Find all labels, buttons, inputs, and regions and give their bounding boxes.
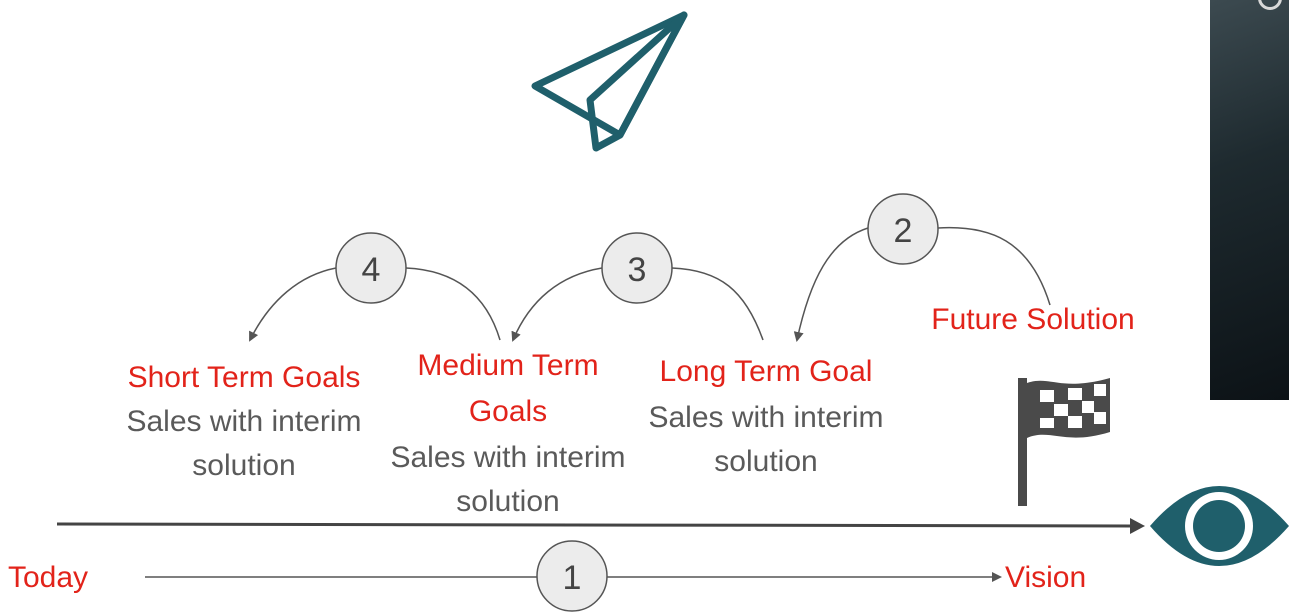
medium-term-goals-title-line1: Medium Term (417, 349, 599, 382)
step-circle-2: 2 (867, 193, 939, 265)
arc-step-2-in (793, 227, 869, 342)
vision-label: Vision (1005, 561, 1087, 594)
arc-step-3-in (511, 267, 603, 342)
today-label: Today (8, 561, 89, 594)
step-number-3: 3 (628, 251, 647, 289)
checkered-flag-icon (1018, 378, 1110, 506)
future-solution-title: Future Solution (931, 303, 1135, 336)
arc-step-2 (937, 226, 1051, 306)
step-number-4: 4 (362, 251, 381, 289)
arc-step-3 (671, 267, 764, 341)
step-number-2: 2 (894, 212, 913, 250)
main-timeline-arrowhead (1130, 518, 1145, 534)
main-timeline-arrow (56, 522, 1134, 528)
paper-plane-icon (531, 11, 688, 152)
arc-step-4-in (249, 267, 337, 342)
step-number-1: 1 (563, 559, 582, 597)
short-term-goals-desc-line1: Sales with interim (126, 405, 362, 438)
long-term-goal-desc-line1: Sales with interim (648, 401, 884, 434)
long-term-goal-title: Long Term Goal (659, 355, 873, 388)
medium-term-goals-desc-line1: Sales with interim (390, 441, 626, 474)
arc-step-4 (405, 267, 501, 341)
medium-term-goals-desc-line2: solution (456, 485, 560, 518)
step-circle-4: 4 (335, 232, 407, 304)
long-term-goal-desc-line2: solution (714, 445, 818, 478)
step-circle-3: 3 (601, 232, 673, 304)
step-circle-1: 1 (536, 540, 608, 612)
short-term-goals-desc-line2: solution (192, 449, 296, 482)
eye-icon (1150, 486, 1289, 566)
background-panel (1210, 0, 1289, 400)
medium-term-goals-title-line2: Goals (468, 395, 548, 428)
short-term-goals-title: Short Term Goals (127, 361, 361, 394)
